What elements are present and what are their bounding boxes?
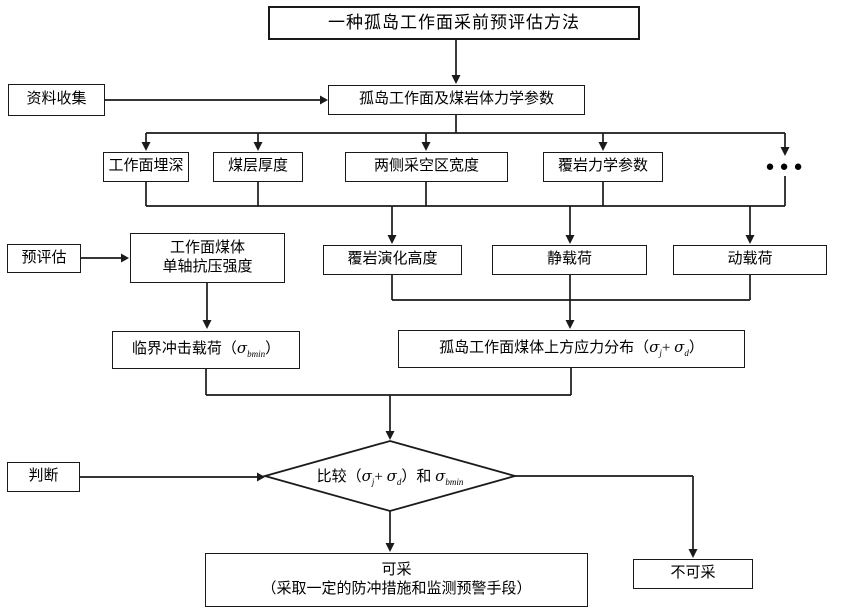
- ucs-line2: 单轴抗压强度: [162, 259, 253, 275]
- branch-loads-to-stressdist: [391, 275, 751, 329]
- minable-line2: （采取一定的防冲措施和监测预警手段）: [261, 581, 532, 597]
- critical-load-box: 临界冲击载荷（σbmin）: [112, 331, 300, 369]
- stage-data-collection-label: 资料收集: [26, 91, 87, 108]
- static-load-box: 静载荷: [492, 245, 647, 275]
- stage-data-collection-box: 资料收集: [8, 84, 105, 116]
- arrow-ucs-to-criticalload: [202, 283, 212, 329]
- minable-line1: 可采: [381, 561, 412, 578]
- branch-to-compare-diamond: [205, 368, 572, 440]
- goaf-width-label: 两侧采空区宽度: [373, 158, 479, 175]
- sigma-j-symbol: σ: [649, 338, 660, 357]
- arrow-diamond-to-minable: [385, 511, 395, 552]
- ellipsis-dots: ●●●: [765, 158, 808, 175]
- stage-pre-evaluation-box: 预评估: [7, 244, 81, 273]
- sigma-symbol: σ: [236, 339, 248, 358]
- depth-label: 工作面埋深: [108, 158, 184, 175]
- stage-judgment-label: 判断: [28, 468, 59, 485]
- overburden-params-label: 覆岩力学参数: [557, 158, 648, 175]
- branch-factors-to-loads: [145, 176, 786, 244]
- arrow-diamond-to-notminable: [515, 475, 698, 558]
- title-box: 一种孤岛工作面采前预评估方法: [268, 6, 640, 40]
- static-load-label: 静载荷: [546, 251, 592, 268]
- stress-dist-label: 孤岛工作面煤体上方应力分布（σj+ σd）: [439, 338, 704, 359]
- params-label: 孤岛工作面及煤岩体力学参数: [358, 91, 554, 108]
- stage-pre-evaluation-label: 预评估: [21, 249, 67, 266]
- minable-box: 可采 （采取一定的防冲措施和监测预警手段）: [205, 553, 588, 607]
- sigma-bmin-symbol: σ: [435, 467, 446, 485]
- arrow-preeval-to-ucs: [81, 253, 129, 263]
- branch-params-to-factors: [141, 115, 790, 156]
- arrow-datacollection-to-params: [105, 95, 328, 105]
- ucs-box: 工作面煤体 单轴抗压强度: [130, 233, 285, 283]
- title-text: 一种孤岛工作面采前预评估方法: [328, 12, 580, 32]
- stage-judgment-box: 判断: [7, 462, 80, 492]
- params-box: 孤岛工作面及煤岩体力学参数: [328, 85, 585, 115]
- evo-height-label: 覆岩演化高度: [347, 251, 438, 268]
- compare-diamond-shape: [261, 440, 519, 512]
- thickness-label: 煤层厚度: [227, 158, 288, 175]
- thickness-box: 煤层厚度: [213, 152, 303, 182]
- stress-dist-box: 孤岛工作面煤体上方应力分布（σj+ σd）: [398, 330, 745, 368]
- not-minable-box: 不可采: [633, 559, 753, 589]
- critical-load-label: 临界冲击载荷（σbmin）: [131, 339, 281, 360]
- sigma-j-symbol: σ: [361, 467, 372, 485]
- ucs-line1: 工作面煤体: [169, 239, 245, 256]
- overburden-params-box: 覆岩力学参数: [543, 152, 663, 182]
- arrow-judgment-to-diamond: [80, 472, 265, 482]
- sigma-d-symbol: σ: [674, 338, 685, 357]
- arrow-title-to-params: [451, 40, 461, 84]
- depth-box: 工作面埋深: [103, 152, 189, 182]
- not-minable-label: 不可采: [670, 565, 716, 582]
- dynamic-load-label: 动载荷: [727, 251, 773, 268]
- evo-height-box: 覆岩演化高度: [323, 245, 462, 275]
- sigma-d-symbol: σ: [386, 467, 397, 485]
- dynamic-load-box: 动载荷: [673, 245, 827, 275]
- compare-diamond-label: 比较（σj+ σd）和 σbmin: [316, 467, 464, 487]
- goaf-width-box: 两侧采空区宽度: [345, 152, 508, 182]
